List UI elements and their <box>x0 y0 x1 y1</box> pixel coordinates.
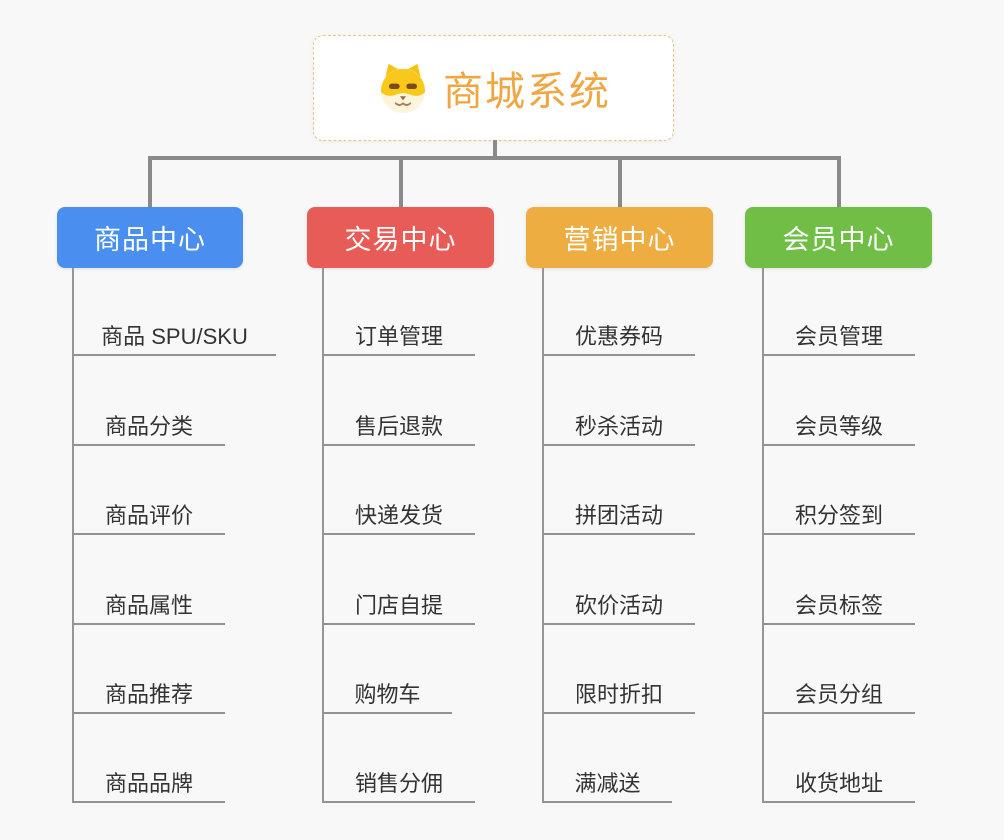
leaf-node[interactable]: 商品评价 <box>73 499 225 535</box>
leaf-node[interactable]: 收货地址 <box>763 767 915 803</box>
connector-drop-branch1 <box>148 156 152 207</box>
leaf-node[interactable]: 会员标签 <box>763 589 915 625</box>
leaf-node[interactable]: 商品 SPU/SKU <box>73 320 276 356</box>
trunk-product-center <box>72 268 74 803</box>
leaf-node[interactable]: 门店自提 <box>323 589 475 625</box>
branch-node-member-center[interactable]: 会员中心 <box>745 207 932 268</box>
connector-drop-branch3 <box>618 156 622 207</box>
leaf-node[interactable]: 购物车 <box>323 678 452 714</box>
connector-root-drop <box>493 140 497 160</box>
trunk-trade-center <box>322 268 324 803</box>
trunk-marketing-center <box>542 268 544 803</box>
connector-drop-branch4 <box>837 156 841 207</box>
leaf-node[interactable]: 优惠券码 <box>543 320 695 356</box>
leaf-node[interactable]: 砍价活动 <box>543 589 695 625</box>
leaf-node[interactable]: 秒杀活动 <box>543 410 695 446</box>
leaf-node[interactable]: 快递发货 <box>323 499 475 535</box>
leaf-node[interactable]: 限时折扣 <box>543 678 695 714</box>
leaf-node[interactable]: 会员分组 <box>763 678 915 714</box>
leaf-node[interactable]: 商品品牌 <box>73 767 225 803</box>
leaf-node[interactable]: 积分签到 <box>763 499 915 535</box>
root-node[interactable]: 商城系统 <box>313 35 674 141</box>
branch-node-marketing-center[interactable]: 营销中心 <box>526 207 713 268</box>
connector-drop-branch2 <box>399 156 403 207</box>
trunk-member-center <box>762 268 764 803</box>
root-title: 商城系统 <box>443 70 611 114</box>
leaf-node[interactable]: 拼团活动 <box>543 499 695 535</box>
branch-node-product-center[interactable]: 商品中心 <box>57 207 243 268</box>
leaf-node[interactable]: 商品推荐 <box>73 678 225 714</box>
leaf-node[interactable]: 订单管理 <box>323 320 475 356</box>
leaf-node[interactable]: 会员等级 <box>763 410 915 446</box>
dog-face-icon <box>376 61 430 115</box>
connector-bus <box>148 156 841 160</box>
leaf-node[interactable]: 会员管理 <box>763 320 915 356</box>
leaf-node[interactable]: 商品分类 <box>73 410 225 446</box>
branch-node-trade-center[interactable]: 交易中心 <box>307 207 494 268</box>
leaf-node[interactable]: 满减送 <box>543 767 672 803</box>
leaf-node[interactable]: 销售分佣 <box>323 767 475 803</box>
leaf-node[interactable]: 售后退款 <box>323 410 475 446</box>
leaf-node[interactable]: 商品属性 <box>73 589 225 625</box>
